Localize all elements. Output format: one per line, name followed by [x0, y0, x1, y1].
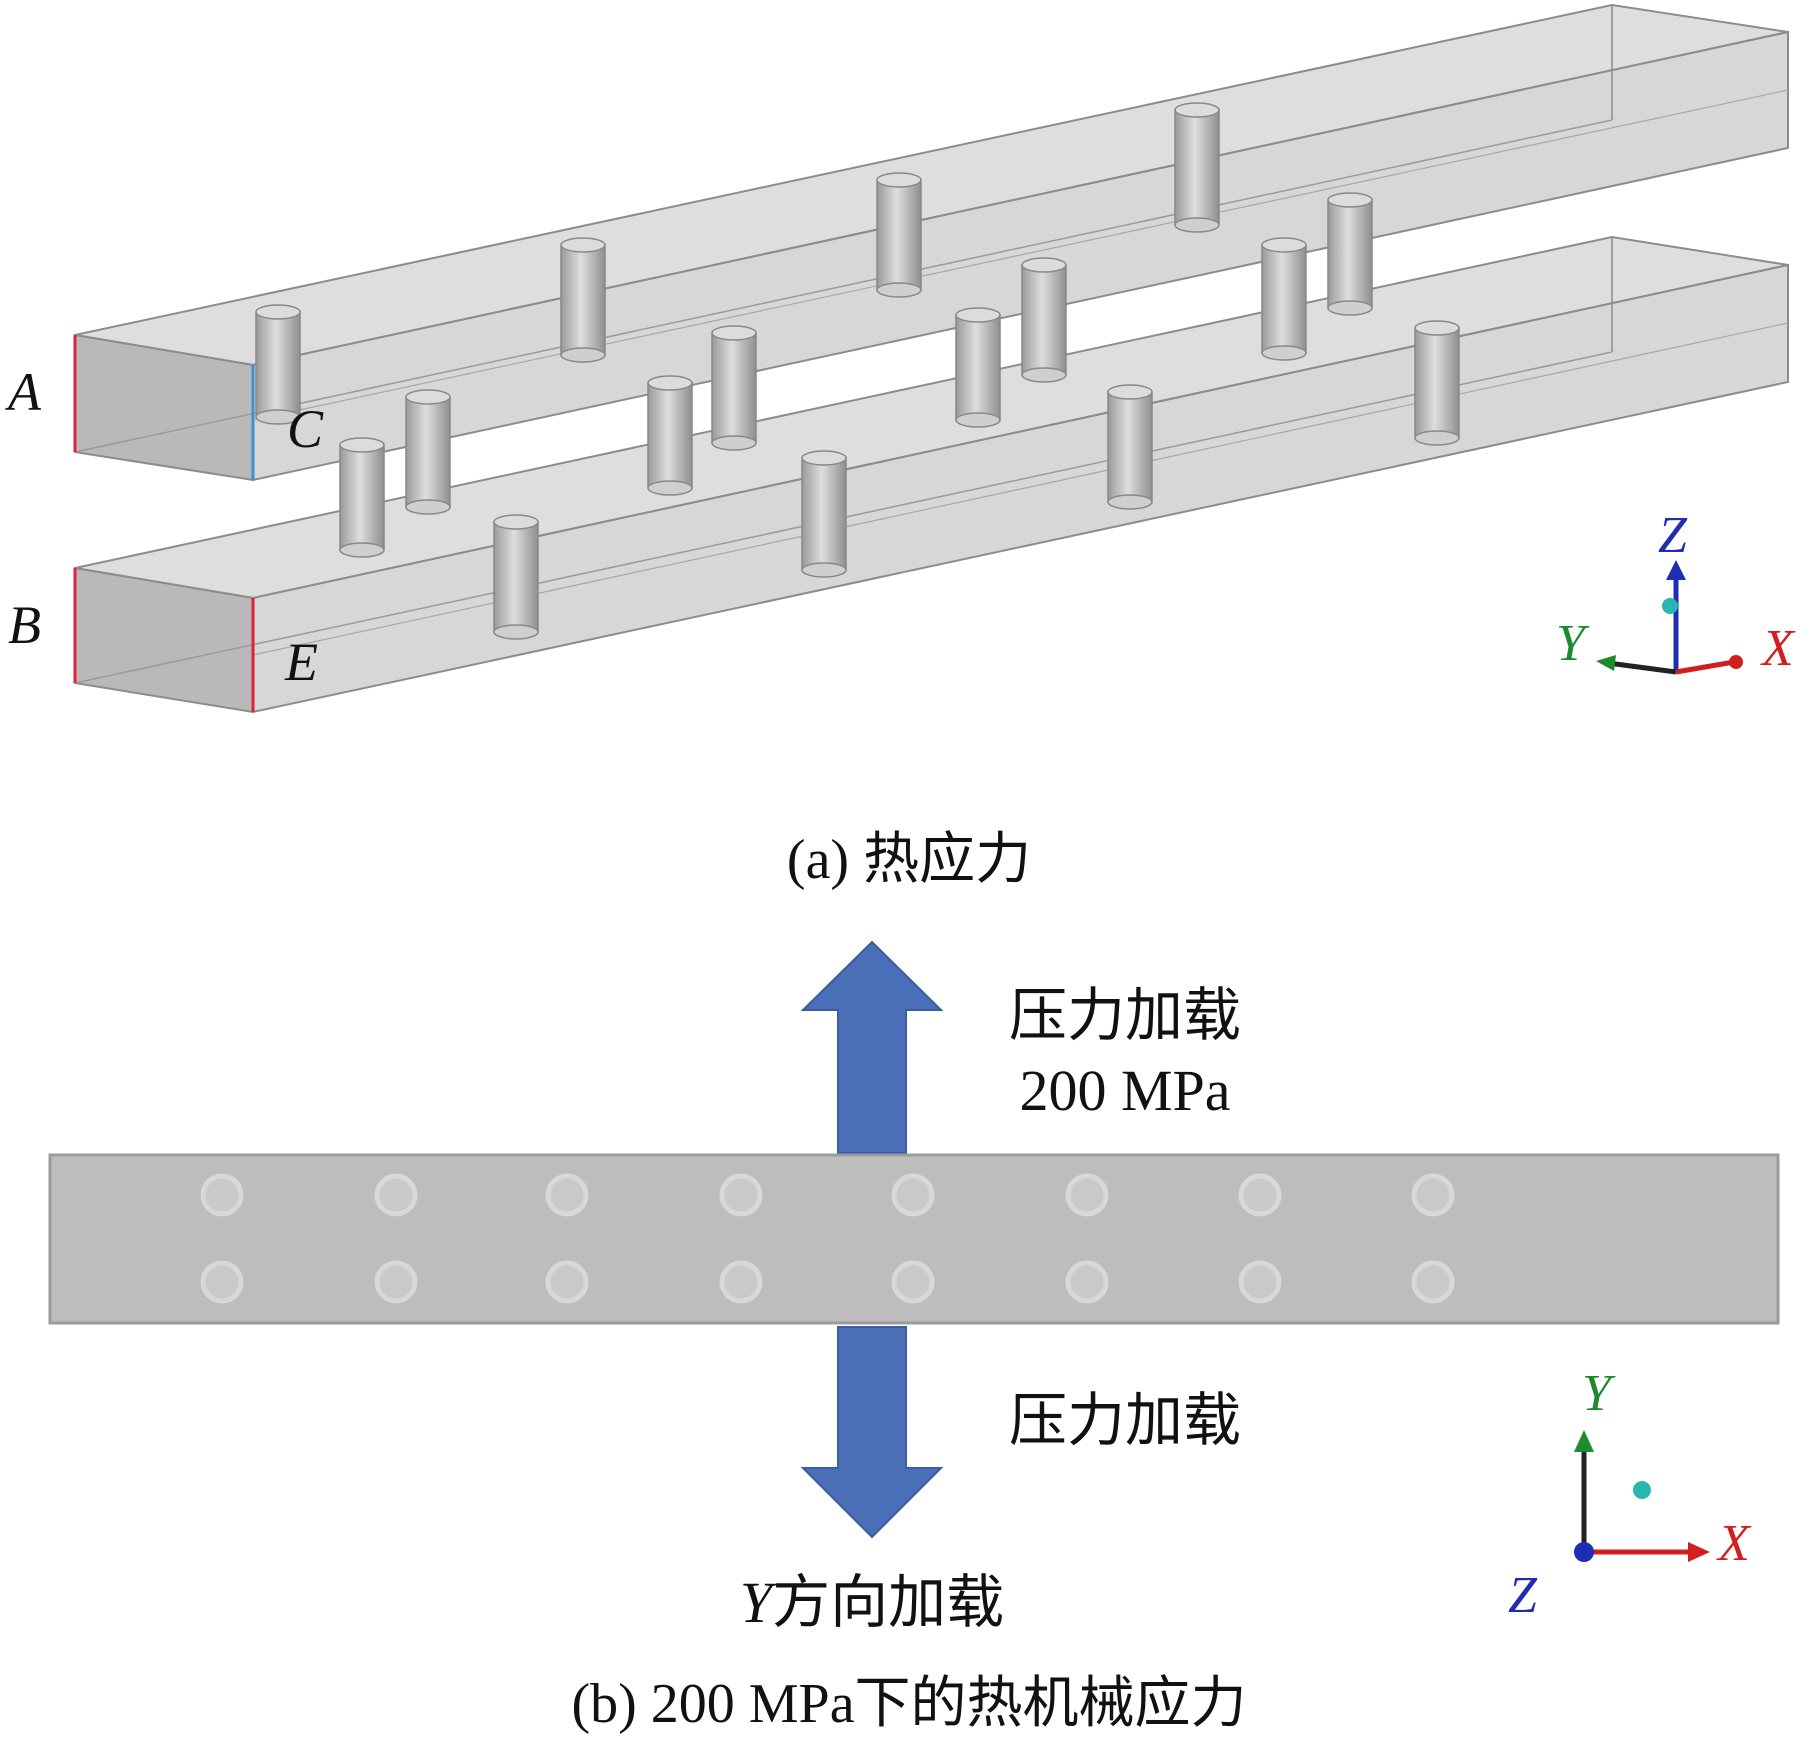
axis-x-line [1675, 659, 1735, 675]
axis-y-line [1607, 660, 1677, 675]
axis-triad-a: Z Y X [1556, 507, 1796, 677]
pin-hole [200, 1260, 244, 1304]
pin-fin [339, 437, 385, 558]
axis-z-origin [1574, 1542, 1594, 1562]
axis-triad-b: Y X Z [1508, 1365, 1752, 1624]
axis-label-x: X [1716, 1515, 1752, 1572]
pin-fin [801, 450, 847, 578]
caption-b: (b) 200 MPa下的热机械应力 [571, 1673, 1246, 1735]
pin-fin [1021, 257, 1067, 383]
channel-b [73, 235, 1789, 714]
pin-fin [1327, 192, 1373, 316]
load-arrow-down [800, 1326, 944, 1539]
pin-fin [955, 307, 1001, 428]
channel-a [73, 3, 1789, 482]
pin-hole [374, 1260, 418, 1304]
pin-hole [891, 1173, 935, 1217]
axis-y-arrowhead [1596, 655, 1616, 671]
pin-fin [255, 304, 301, 425]
pin-fin [1107, 384, 1153, 510]
pin-fin [1174, 102, 1220, 233]
pin-fin [647, 375, 693, 496]
panel-b-plate: 压力加载 200 MPa 压力加载 Y方向加载 [48, 940, 1780, 1635]
axis-label-x: X [1760, 620, 1796, 677]
pin-hole [719, 1260, 763, 1304]
top-load-value: 200 MPa [1019, 1058, 1230, 1123]
label-c: C [287, 399, 324, 459]
pin-hole [1411, 1260, 1455, 1304]
axis-label-z: Z [1508, 1567, 1538, 1624]
direction-label-text: 方向加载 [772, 1570, 1004, 1635]
label-e: E [284, 632, 318, 692]
axis-origin-dot [1662, 598, 1678, 614]
direction-label: Y方向加载 [740, 1570, 1004, 1635]
pin-fin [1261, 237, 1307, 361]
pin-hole [1065, 1173, 1109, 1217]
pin-fin [876, 172, 922, 298]
bottom-load-label: 压力加载 [1009, 1388, 1241, 1453]
pin-hole [374, 1173, 418, 1217]
pin-fins [255, 102, 1460, 640]
axis-x-endpoint [1729, 655, 1743, 669]
pin-fin [1414, 320, 1460, 446]
caption-a: (a) 热应力 [787, 829, 1031, 891]
axis-y-arrowhead [1574, 1430, 1594, 1452]
pin-hole [200, 1173, 244, 1217]
channel-a-mid-line [252, 89, 1789, 421]
direction-label-axis: Y [740, 1570, 778, 1635]
channel-a-inner-line [74, 119, 1613, 453]
pin-hole [545, 1173, 589, 1217]
panel-a-3d-model: A B C E [5, 3, 1789, 714]
plate-pin-holes [200, 1173, 1455, 1304]
axis-label-z: Z [1658, 507, 1688, 564]
axis-z-arrowhead [1666, 560, 1686, 580]
pin-hole [719, 1173, 763, 1217]
pin-fin [560, 237, 606, 363]
load-arrow-up [800, 940, 944, 1154]
pin-fin [405, 389, 451, 515]
pin-hole [1238, 1260, 1282, 1304]
axis-label-y: Y [1556, 615, 1590, 672]
pin-hole [891, 1260, 935, 1304]
pin-hole [545, 1260, 589, 1304]
pin-hole [1065, 1260, 1109, 1304]
axis-label-y: Y [1582, 1365, 1616, 1422]
pin-hole [1411, 1173, 1455, 1217]
pin-fin [493, 514, 539, 640]
axis-x-arrowhead [1688, 1542, 1710, 1562]
pin-fin [711, 325, 757, 451]
pin-hole [1238, 1173, 1282, 1217]
label-b: B [8, 595, 41, 655]
axis-origin-dot [1633, 1481, 1651, 1499]
label-a: A [5, 362, 42, 422]
top-load-label: 压力加载 [1009, 983, 1241, 1048]
